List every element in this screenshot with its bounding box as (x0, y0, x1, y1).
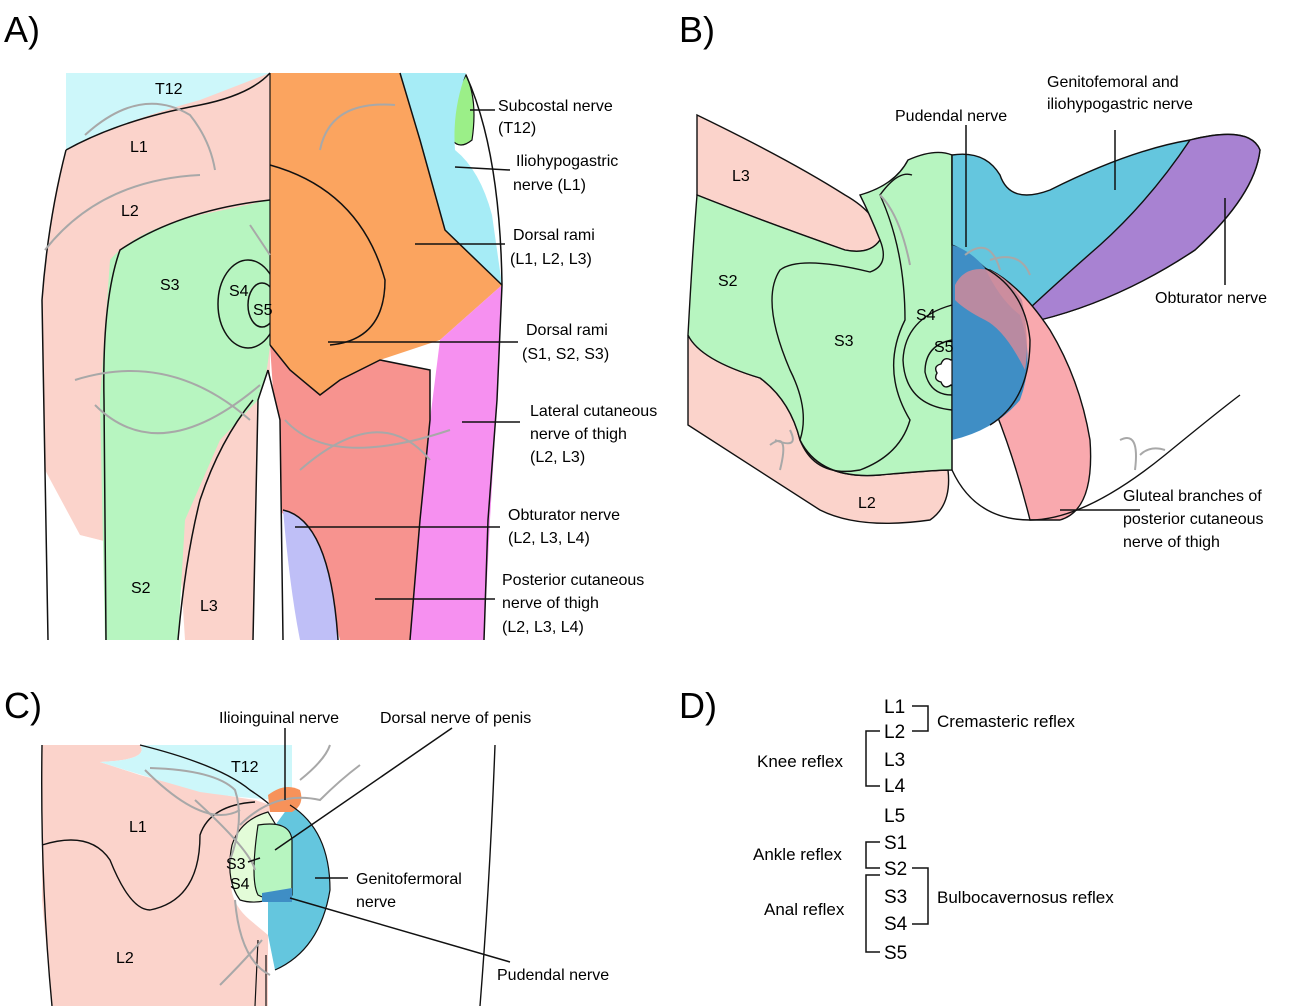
root-l1: L1 (884, 697, 905, 718)
reflex-anal: Anal reflex (764, 900, 845, 919)
seg-a-s3: S3 (160, 277, 180, 294)
root-l4: L4 (884, 776, 906, 797)
label-a-iliohypo-2: nerve (L1) (513, 177, 586, 194)
outline-c-body-right (480, 745, 495, 1006)
seg-a-s2: S2 (131, 580, 151, 597)
label-a-subcostal-1: Subcostal nerve (498, 98, 613, 115)
label-c-pudendal: Pudendal nerve (497, 967, 609, 984)
label-c-ilioinguinal: Ilioinguinal nerve (219, 710, 339, 727)
seg-c-l1: L1 (129, 819, 147, 836)
reflex-knee: Knee reflex (757, 752, 843, 771)
panel-a: A) (4, 9, 657, 640)
label-b-genitofemoral-2: iliohypogastric nerve (1047, 96, 1193, 113)
root-l3: L3 (884, 750, 905, 771)
label-a-iliohypo-1: Iliohypogastric (516, 153, 618, 170)
label-b-gluteal-1: Gluteal branches of (1123, 488, 1262, 505)
root-l2: L2 (884, 722, 905, 743)
label-a-posterior-2: nerve of thigh (502, 595, 599, 612)
root-s4: S4 (884, 914, 908, 935)
label-b-genitofemoral-1: Genitofemoral and (1047, 74, 1179, 91)
label-a-posterior-1: Posterior cutaneous (502, 572, 644, 589)
label-b-gluteal-2: posterior cutaneous (1123, 511, 1264, 528)
seg-b-l2: L2 (858, 495, 876, 512)
root-s2: S2 (884, 859, 907, 880)
panel-d-letter: D) (679, 685, 717, 726)
region-c-penis (254, 824, 292, 899)
panel-d: D) L1 L2 L3 L4 L5 S1 S2 S3 S4 S5 Cremast… (679, 685, 1114, 964)
label-c-genitofemoral-2: nerve (356, 894, 396, 911)
label-a-subcostal-2: (T12) (498, 120, 536, 137)
seg-c-s4: S4 (230, 876, 250, 893)
seg-a-l1: L1 (130, 139, 148, 156)
label-b-obturator: Obturator nerve (1155, 290, 1267, 307)
root-l5: L5 (884, 806, 905, 827)
seg-b-l3: L3 (732, 168, 750, 185)
seg-a-l3: L3 (200, 598, 218, 615)
seg-a-s4: S4 (229, 283, 249, 300)
label-a-obturator-1: Obturator nerve (508, 507, 620, 524)
panel-c: C) T12 L1 (4, 685, 609, 1006)
label-b-pudendal: Pudendal nerve (895, 108, 1007, 125)
seg-b-s4: S4 (916, 307, 936, 324)
seg-a-t12: T12 (155, 81, 183, 98)
panel-a-letter: A) (4, 9, 40, 50)
seg-c-t12: T12 (231, 759, 259, 776)
panel-b-letter: B) (679, 9, 715, 50)
label-b-gluteal-3: nerve of thigh (1123, 534, 1220, 551)
label-a-dorsal-sacral-2: (S1, S2, S3) (522, 346, 609, 363)
seg-b-s2: S2 (718, 273, 738, 290)
label-a-lateral-2: nerve of thigh (530, 426, 627, 443)
label-a-obturator-2: (L2, L3, L4) (508, 530, 590, 547)
label-a-dorsal-lumbar-1: Dorsal rami (513, 227, 595, 244)
label-a-dorsal-lumbar-2: (L1, L2, L3) (510, 251, 592, 268)
label-a-lateral-3: (L2, L3) (530, 449, 585, 466)
label-c-dorsal-penis: Dorsal nerve of penis (380, 710, 531, 727)
label-a-dorsal-sacral-1: Dorsal rami (526, 322, 608, 339)
root-s5: S5 (884, 943, 907, 964)
label-a-posterior-3: (L2, L3, L4) (502, 619, 584, 636)
root-s1: S1 (884, 833, 907, 854)
panel-c-letter: C) (4, 685, 42, 726)
seg-a-s5: S5 (253, 302, 273, 319)
label-a-lateral-1: Lateral cutaneous (530, 403, 657, 420)
reflex-bulbocavernosus: Bulbocavernosus reflex (937, 888, 1114, 907)
seg-b-s5: S5 (934, 339, 954, 356)
panel-b: B) (679, 9, 1267, 551)
root-s3: S3 (884, 887, 907, 908)
seg-b-s3: S3 (834, 333, 854, 350)
seg-c-l2: L2 (116, 950, 134, 967)
reflex-cremasteric: Cremasteric reflex (937, 712, 1075, 731)
label-c-genitofemoral-1: Genitofermoral (356, 871, 462, 888)
seg-c-s3: S3 (226, 856, 246, 873)
seg-a-l2: L2 (121, 203, 139, 220)
reflex-ankle: Ankle reflex (753, 845, 842, 864)
